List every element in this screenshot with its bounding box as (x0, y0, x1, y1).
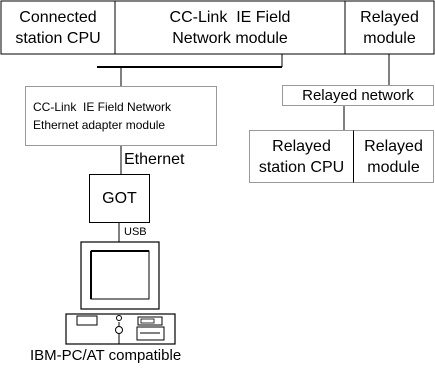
relayed-module-bottom-box: Relayed module (353, 130, 434, 183)
cclink-module-line2: Network module (172, 29, 288, 47)
adapter-line1: CC-Link IE Field Network (33, 100, 172, 114)
cclink-ie-field-network-module-box: CC-Link IE Field Network module (115, 1, 345, 54)
connected-station-cpu-box: Connected station CPU (1, 1, 115, 54)
got-box: GOT (89, 174, 150, 223)
relayed-station-cpu-line2: station CPU (258, 158, 345, 176)
relayed-network-label: Relayed network (302, 87, 414, 104)
adapter-line2: Ethernet adapter module (33, 118, 166, 132)
pc-monitor-icon (80, 241, 160, 310)
relayed-module-top-line1: Relayed (360, 8, 419, 26)
relayed-station-cpu-box: Relayed station CPU (249, 130, 354, 183)
connected-cpu-line1: Connected (19, 8, 97, 26)
relayed-module-bottom-line2: module (367, 158, 420, 176)
relayed-network-box: Relayed network (282, 85, 434, 106)
pc-base-unit-icon (65, 313, 176, 345)
cclink-module-line1: CC-Link IE Field (169, 8, 291, 26)
pc-label: IBM-PC/AT compatible (30, 347, 182, 364)
relayed-module-top-line2: module (363, 29, 416, 47)
connected-cpu-line2: station CPU (15, 29, 101, 47)
relayed-module-bottom-line1: Relayed (364, 137, 423, 155)
ethernet-adapter-module-box: CC-Link IE Field Network Ethernet adapte… (25, 86, 217, 146)
got-label: GOT (102, 189, 137, 207)
ethernet-label: Ethernet (124, 151, 185, 168)
top-row-frame (0, 0, 435, 55)
usb-label: USB (124, 226, 147, 238)
relayed-station-cpu-line1: Relayed (272, 137, 331, 155)
relayed-module-top-box: Relayed module (345, 1, 434, 54)
